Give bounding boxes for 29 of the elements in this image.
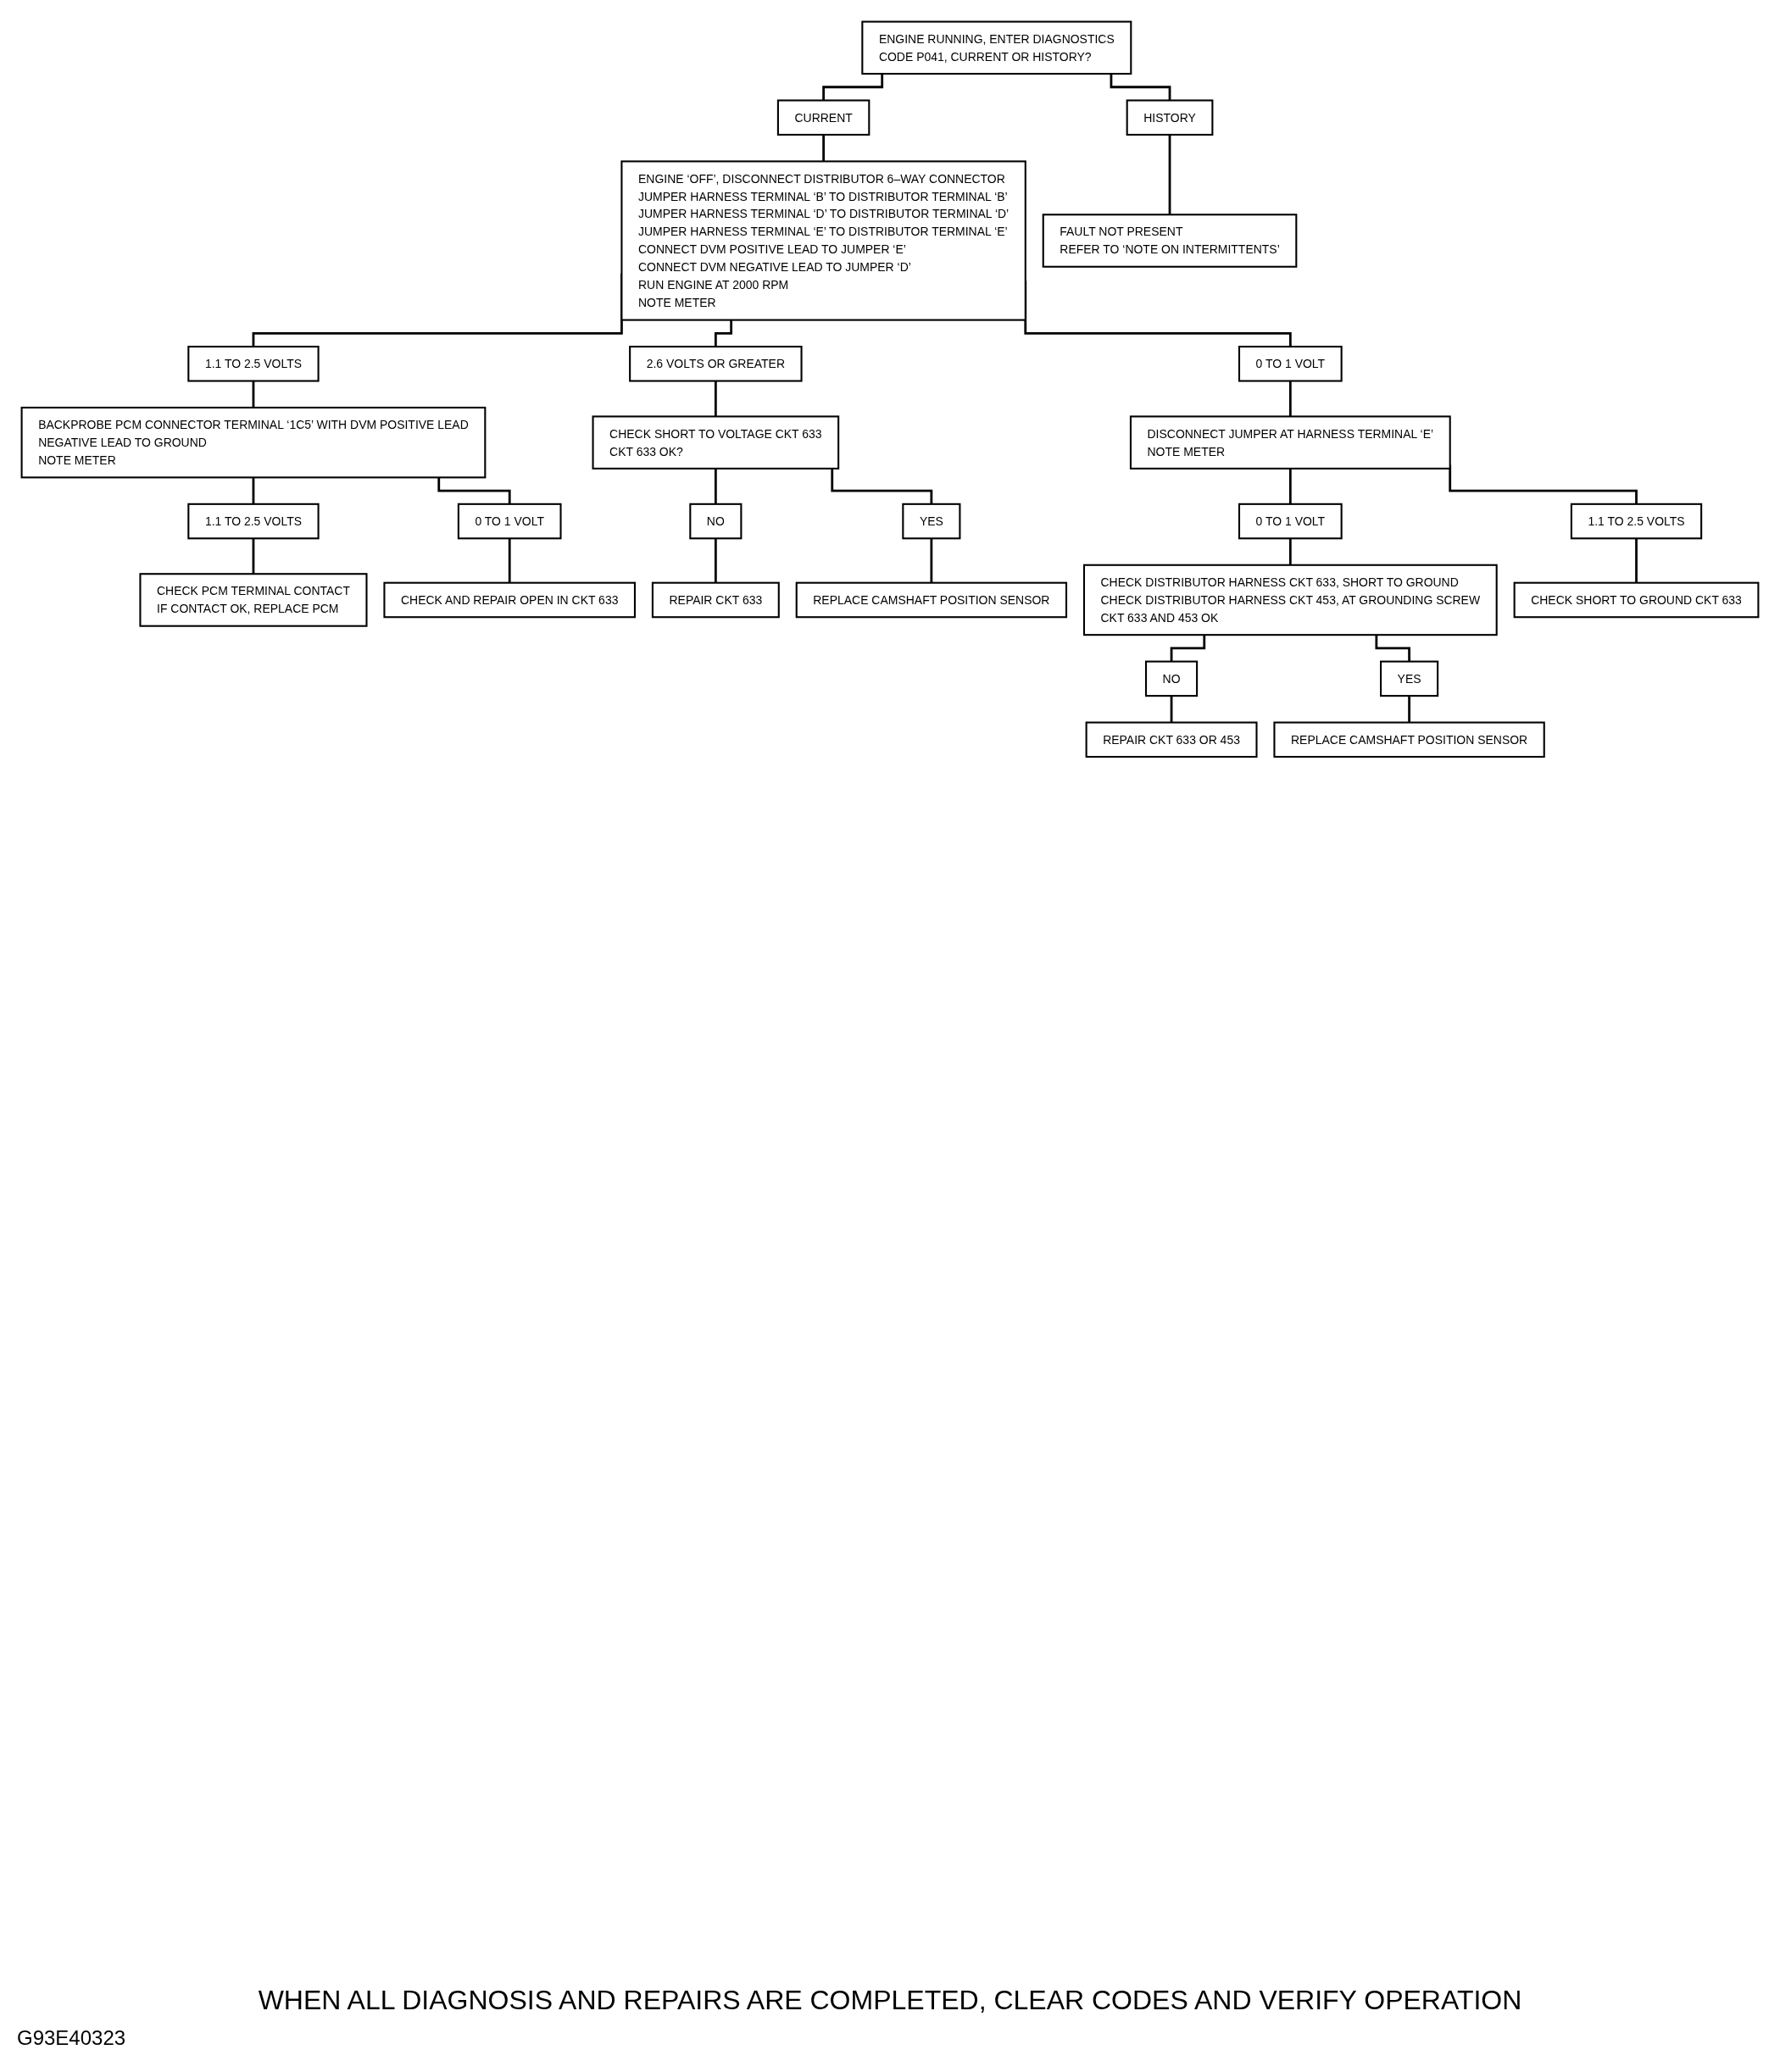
node-box: NO — [689, 503, 743, 540]
node-box: 0 TO 1 VOLT — [1238, 503, 1343, 540]
node-box: NO — [1145, 660, 1199, 697]
node-box: CHECK PCM TERMINAL CONTACT IF CONTACT OK, REPLACE PCM — [139, 573, 368, 627]
node-box: FAULT NOT PRESENT REFER TO ‘NOTE ON INTERMITTENTS’ — [1042, 214, 1298, 268]
node-box: 0 TO 1 VOLT — [1238, 345, 1343, 382]
note-text: WHEN ALL DIAGNOSIS AND REPAIRS ARE COMPLETED, CLEAR CODES AND VERIFY OPERATION — [258, 1985, 1522, 2015]
node-box: 1.1 TO 2.5 VOLTS — [187, 503, 320, 540]
node-box: CHECK SHORT TO GROUND CKT 633 — [1513, 581, 1760, 619]
node-box: YES — [1380, 660, 1439, 697]
node-box: BACKPROBE PCM CONNECTOR TERMINAL ‘1C5’ WITH DVM POSITIVE LEAD NEGATIVE LEAD TO GROUND NOTE METER — [20, 406, 487, 479]
node-box: 1.1 TO 2.5 VOLTS — [187, 345, 320, 382]
node-box: YES — [902, 503, 961, 540]
node-box: CHECK AND REPAIR OPEN IN CKT 633 — [383, 581, 636, 619]
node-box: DISCONNECT JUMPER AT HARNESS TERMINAL ‘E’ NOTE METER — [1129, 415, 1451, 469]
node-box: 0 TO 1 VOLT — [457, 503, 562, 540]
node-box: CURRENT — [776, 99, 871, 136]
node-box: REPAIR CKT 633 — [651, 581, 780, 619]
node-box: ENGINE ‘OFF’, DISCONNECT DISTRIBUTOR 6–WAY CONNECTOR JUMPER HARNESS TERMINAL ‘B’ TO DISTRIBUTOR TERMINAL ‘B’ JUMPER HARNESS TERMINAL ‘D’ TO DISTRIBUTOR TERMINAL ‘D’ JUMPER HARNESS TERMINAL ‘E’ TO DISTRIBUTOR TERMINAL ‘E’ CONNECT DVM POSITIVE LEAD TO JUMPER ‘E’ CONNECT DVM NEGATIVE LEAD TO JUMPER ‘D’ RUN ENGINE AT 2000 RPM NOTE METER — [620, 160, 1026, 321]
node-box: HISTORY — [1126, 99, 1214, 136]
figure-code: G93E40323 — [17, 2026, 126, 2049]
node-box: CHECK DISTRIBUTOR HARNESS CKT 633, SHORT TO GROUND CHECK DISTRIBUTOR HARNESS CKT 453, AT GROUNDING SCREW CKT 633 AND 453 OK — [1082, 564, 1498, 636]
node-box: 1.1 TO 2.5 VOLTS — [1570, 503, 1703, 540]
node-box: REPLACE CAMSHAFT POSITION SENSOR — [795, 581, 1068, 619]
node-box: 2.6 VOLTS OR GREATER — [629, 345, 803, 382]
node-box: ENGINE RUNNING, ENTER DIAGNOSTICS CODE P041, CURRENT OR HISTORY? — [861, 20, 1132, 75]
node-box: CHECK SHORT TO VOLTAGE CKT 633 CKT 633 OK? — [592, 415, 840, 469]
node-box: REPAIR CKT 633 OR 453 — [1085, 721, 1258, 758]
node-box: REPLACE CAMSHAFT POSITION SENSOR — [1273, 721, 1545, 758]
